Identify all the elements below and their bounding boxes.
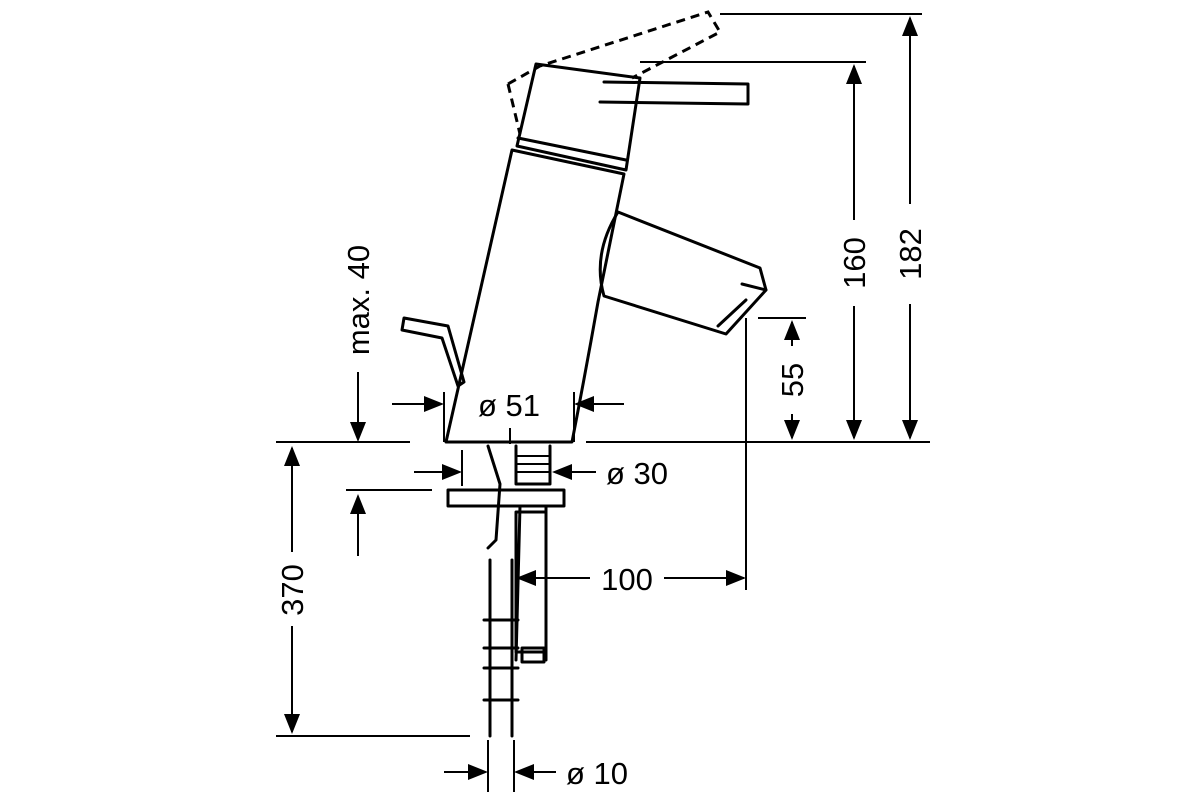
mounting-plate	[446, 488, 566, 508]
label-max-40: max. 40	[341, 245, 376, 355]
lever-raised-position	[507, 10, 723, 86]
label-d30: ø 30	[606, 456, 668, 491]
label-182: 182	[893, 228, 928, 280]
label-160: 160	[837, 237, 872, 289]
hose-fittings	[482, 618, 520, 702]
dimension-lines	[272, 13, 930, 792]
label-370: 370	[275, 564, 310, 616]
faucet-outline	[400, 10, 768, 738]
spout	[598, 210, 768, 336]
label-d51: ø 51	[478, 388, 540, 423]
spout-aerator	[716, 282, 768, 328]
pop-up-link	[486, 444, 502, 550]
label-100: 100	[601, 562, 653, 597]
handle-cap-band	[516, 136, 628, 162]
dimension-labels: 182 160 55 max. 40 370 ø 51 ø 30 100 ø 1…	[275, 228, 928, 791]
fixing-nut	[514, 510, 548, 654]
shank-thread-lines	[516, 455, 550, 473]
label-55: 55	[775, 363, 810, 397]
label-d10: ø 10	[566, 756, 628, 791]
pop-up-rod	[400, 316, 466, 388]
handle-tilted-position	[506, 83, 522, 135]
handle-cap	[515, 62, 642, 172]
lever-arm	[598, 80, 750, 106]
hose-connector	[520, 646, 546, 664]
